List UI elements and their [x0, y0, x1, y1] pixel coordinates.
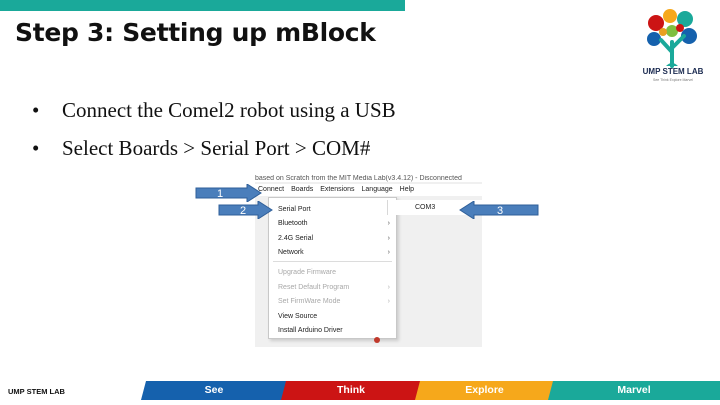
footer-segment-think: Think	[281, 381, 421, 400]
footer-segment-marvel: Marvel	[548, 381, 720, 400]
chevron-right-icon: ›	[387, 249, 390, 256]
menu-item-bluetooth[interactable]: Bluetooth ›	[278, 219, 390, 228]
menu-item-reset-default-program: Reset Default Program ›	[278, 283, 390, 292]
ump-stem-lab-logo: UMP STEM LAB See Think Explore Marvel	[632, 6, 714, 98]
menu-separator	[273, 261, 392, 262]
menu-item-label: Network	[278, 249, 304, 256]
arrow-2-label: 2	[240, 205, 246, 217]
top-accent-bar	[0, 0, 405, 11]
menu-item-upgrade-firmware: Upgrade Firmware	[278, 268, 390, 277]
menu-extensions[interactable]: Extensions	[320, 186, 355, 193]
menu-bar: Connect Boards Extensions Language Help	[255, 184, 482, 196]
menu-item-label: Reset Default Program	[278, 284, 350, 291]
menu-item-view-source[interactable]: View Source	[278, 312, 390, 321]
serial-port-submenu: COM3	[387, 200, 482, 215]
arrow-2-icon: 2	[218, 201, 273, 219]
menu-item-label: View Source	[278, 313, 318, 320]
bullet-text: Connect the Comel2 robot using a USB	[62, 98, 396, 122]
bullet-item: • Connect the Comel2 robot using a USB	[32, 97, 396, 135]
bullet-list: • Connect the Comel2 robot using a USB • S…	[32, 97, 396, 173]
arrow-1-icon: 1	[195, 184, 262, 202]
mblock-screenshot: based on Scratch from the MIT Media Lab(…	[255, 175, 482, 347]
menu-item-label: 2.4G Serial	[278, 235, 314, 242]
menu-item-2-4g-serial[interactable]: 2.4G Serial ›	[278, 234, 390, 243]
arrow-3-label: 3	[497, 205, 503, 217]
menu-item-install-arduino-driver[interactable]: Install Arduino Driver	[278, 326, 390, 335]
footer-label: UMP STEM LAB	[8, 387, 65, 396]
bullet-dot: •	[32, 136, 40, 160]
bullet-text: Select Boards > Serial Port > COM#	[62, 136, 371, 160]
menu-connect[interactable]: Connect	[258, 186, 285, 193]
chevron-right-icon: ›	[387, 298, 390, 305]
menu-item-serial-port[interactable]: Serial Port›	[278, 205, 390, 214]
menu-item-label: Serial Port	[278, 206, 311, 213]
bullet-dot: •	[32, 98, 40, 122]
bullet-item: • Select Boards > Serial Port > COM#	[32, 135, 396, 173]
footer-segment-see: See	[141, 381, 287, 400]
menu-boards[interactable]: Boards	[291, 186, 314, 193]
slide-title: Step 3: Setting up mBlock	[15, 18, 376, 47]
chevron-right-icon: ›	[387, 220, 390, 227]
menu-item-network[interactable]: Network ›	[278, 248, 390, 257]
connect-dropdown-menu: Serial Port› Bluetooth› 2.4G Serial› Net…	[268, 197, 397, 339]
menu-language[interactable]: Language	[361, 186, 393, 193]
submenu-item-com3[interactable]: COM3	[415, 204, 436, 211]
arrow-3-icon: 3	[459, 201, 539, 219]
footer-segment-explore: Explore	[415, 381, 554, 400]
menu-item-label: Set FirmWare Mode	[278, 298, 341, 305]
logo-text: UMP STEM LAB	[642, 67, 704, 76]
menu-help[interactable]: Help	[399, 186, 415, 193]
chevron-right-icon: ›	[387, 284, 390, 291]
status-dot	[374, 337, 380, 343]
menu-item-label: Bluetooth	[278, 220, 308, 227]
logo-tagline: See Think Explore Marvel	[652, 78, 693, 82]
menu-item-set-firmware-mode: Set FirmWare Mode ›	[278, 297, 390, 306]
tree-logo-icon	[647, 9, 697, 68]
window-title: based on Scratch from the MIT Media Lab(…	[255, 175, 482, 182]
menu-item-label: Upgrade Firmware	[278, 269, 336, 276]
menu-item-label: Install Arduino Driver	[278, 327, 343, 334]
arrow-1-label: 1	[217, 188, 223, 200]
chevron-right-icon: ›	[387, 235, 390, 242]
